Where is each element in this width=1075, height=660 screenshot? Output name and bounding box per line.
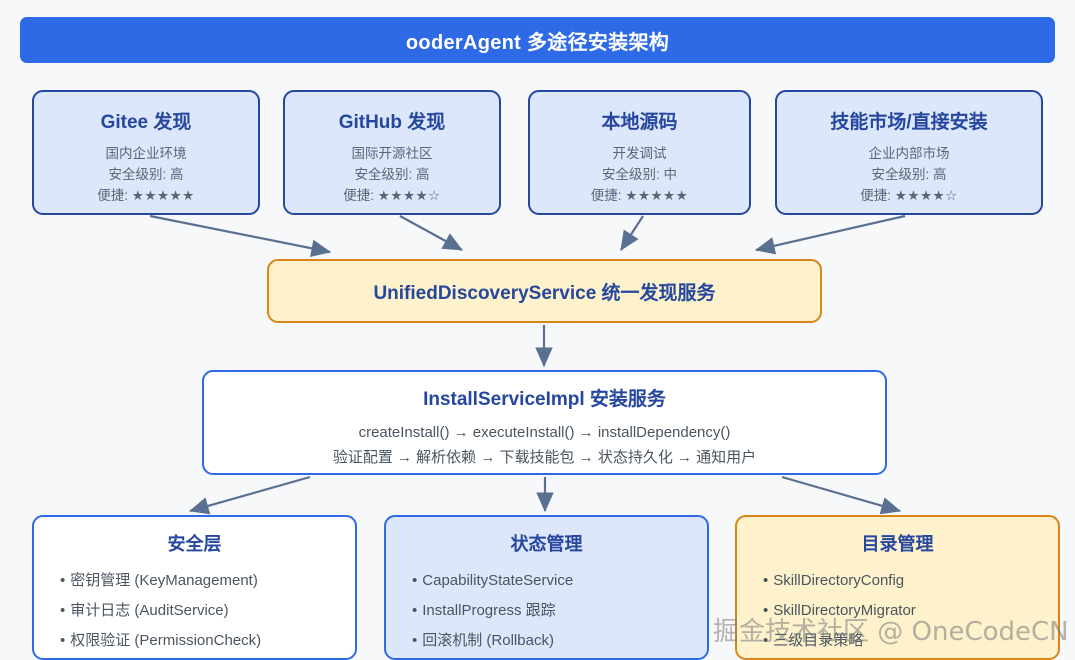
arrow-market-to-unified: [754, 214, 906, 255]
source-convenience: 便捷: ★★★★★: [97, 185, 195, 206]
bullet-dot-icon: •: [763, 632, 769, 649]
list-item: •CapabilityStateService: [412, 566, 707, 596]
list-item-label: 三级目录策略: [773, 632, 864, 649]
source-convenience: 便捷: ★★★★☆: [343, 185, 441, 206]
page-title-banner: ooderAgent 多途径安装架构: [20, 17, 1055, 63]
arrow-local-to-unified: [620, 215, 644, 251]
bullet-dot-icon: •: [60, 572, 66, 589]
layer-title: 安全层: [167, 534, 222, 554]
layer-item-list: •密钥管理 (KeyManagement) •审计日志 (AuditServic…: [34, 566, 355, 656]
install-service-step-flow: 验证配置 → 解析依赖 → 下载技能包 → 状态持久化 → 通知用户: [332, 449, 757, 466]
layer-title: 目录管理: [861, 534, 934, 554]
unified-discovery-service-title: UnifiedDiscoveryService 统一发现服务: [373, 282, 716, 304]
list-item: •SkillDirectoryConfig: [763, 566, 1058, 596]
source-title: 技能市场/直接安装: [830, 112, 988, 133]
convenience-label: 便捷:: [343, 188, 374, 203]
bullet-dot-icon: •: [763, 602, 769, 619]
list-item-label: SkillDirectoryMigrator: [773, 602, 916, 619]
unified-discovery-service-box[interactable]: UnifiedDiscoveryService 统一发现服务: [267, 259, 822, 323]
list-item-label: 密钥管理 (KeyManagement): [70, 572, 258, 589]
bullet-dot-icon: •: [60, 602, 66, 619]
list-item: •回滚机制 (Rollback): [412, 626, 707, 656]
list-item-label: 审计日志 (AuditService): [70, 602, 229, 619]
list-item: •密钥管理 (KeyManagement): [60, 566, 355, 596]
star-rating-icon: ★★★★☆: [377, 188, 441, 203]
convenience-label: 便捷:: [860, 188, 891, 203]
source-box-gitee[interactable]: Gitee 发现 国内企业环境 安全级别: 高 便捷: ★★★★★: [32, 90, 260, 215]
install-service-api-flow: createInstall() → executeInstall() → ins…: [358, 424, 731, 441]
source-title: Gitee 发现: [100, 112, 192, 133]
arrow-gitee-to-unified: [149, 214, 332, 257]
list-item-label: SkillDirectoryConfig: [773, 572, 905, 589]
layer-box-state-management[interactable]: 状态管理 •CapabilityStateService •InstallPro…: [384, 515, 709, 660]
list-item-label: 权限验证 (PermissionCheck): [70, 632, 262, 649]
star-rating-icon: ★★★★★: [131, 188, 195, 203]
source-convenience: 便捷: ★★★★★: [591, 185, 689, 206]
page-title: ooderAgent 多途径安装架构: [405, 31, 670, 54]
source-security-level: 安全级别: 高: [354, 167, 430, 182]
list-item-label: CapabilityStateService: [422, 572, 574, 589]
source-security-level: 安全级别: 高: [108, 167, 184, 182]
convenience-label: 便捷:: [97, 188, 128, 203]
layer-box-security[interactable]: 安全层 •密钥管理 (KeyManagement) •审计日志 (AuditSe…: [32, 515, 357, 660]
list-item: •SkillDirectoryMigrator: [763, 596, 1058, 626]
star-rating-icon: ★★★★☆: [894, 188, 958, 203]
source-box-skill-market[interactable]: 技能市场/直接安装 企业内部市场 安全级别: 高 便捷: ★★★★☆: [775, 90, 1043, 215]
source-convenience: 便捷: ★★★★☆: [860, 185, 958, 206]
source-box-local-source[interactable]: 本地源码 开发调试 安全级别: 中 便捷: ★★★★★: [528, 90, 751, 215]
source-subtitle: 国际开源社区: [351, 146, 433, 161]
bullet-dot-icon: •: [763, 572, 769, 589]
source-security-level: 安全级别: 中: [601, 167, 677, 182]
bullet-dot-icon: •: [412, 572, 418, 589]
list-item: •权限验证 (PermissionCheck): [60, 626, 355, 656]
arrow-install-to-security: [188, 475, 311, 515]
layer-item-list: •SkillDirectoryConfig •SkillDirectoryMig…: [737, 566, 1058, 656]
source-security-level: 安全级别: 高: [871, 167, 947, 182]
layer-box-directory-management[interactable]: 目录管理 •SkillDirectoryConfig •SkillDirecto…: [735, 515, 1060, 660]
source-subtitle: 企业内部市场: [868, 146, 950, 161]
bullet-dot-icon: •: [412, 602, 418, 619]
install-service-impl-box[interactable]: InstallServiceImpl 安装服务 createInstall() …: [202, 370, 887, 475]
bullet-dot-icon: •: [60, 632, 66, 649]
source-title: GitHub 发现: [338, 112, 446, 133]
arrow-github-to-unified: [399, 215, 463, 251]
list-item-label: InstallProgress 跟踪: [422, 602, 556, 619]
layer-title: 状态管理: [510, 534, 583, 554]
arrow-install-to-dir: [781, 475, 902, 515]
list-item-label: 回滚机制 (Rollback): [422, 632, 554, 649]
source-box-github[interactable]: GitHub 发现 国际开源社区 安全级别: 高 便捷: ★★★★☆: [283, 90, 501, 215]
list-item: •InstallProgress 跟踪: [412, 596, 707, 626]
source-title: 本地源码: [601, 112, 678, 133]
source-subtitle: 开发调试: [612, 146, 667, 161]
source-subtitle: 国内企业环境: [105, 146, 187, 161]
list-item: •三级目录策略: [763, 626, 1058, 656]
convenience-label: 便捷:: [590, 188, 622, 203]
install-service-title: InstallServiceImpl 安装服务: [423, 389, 666, 410]
bullet-dot-icon: •: [412, 632, 418, 649]
list-item: •审计日志 (AuditService): [60, 596, 355, 626]
layer-item-list: •CapabilityStateService •InstallProgress…: [386, 566, 707, 656]
star-rating-icon: ★★★★★: [625, 188, 689, 203]
